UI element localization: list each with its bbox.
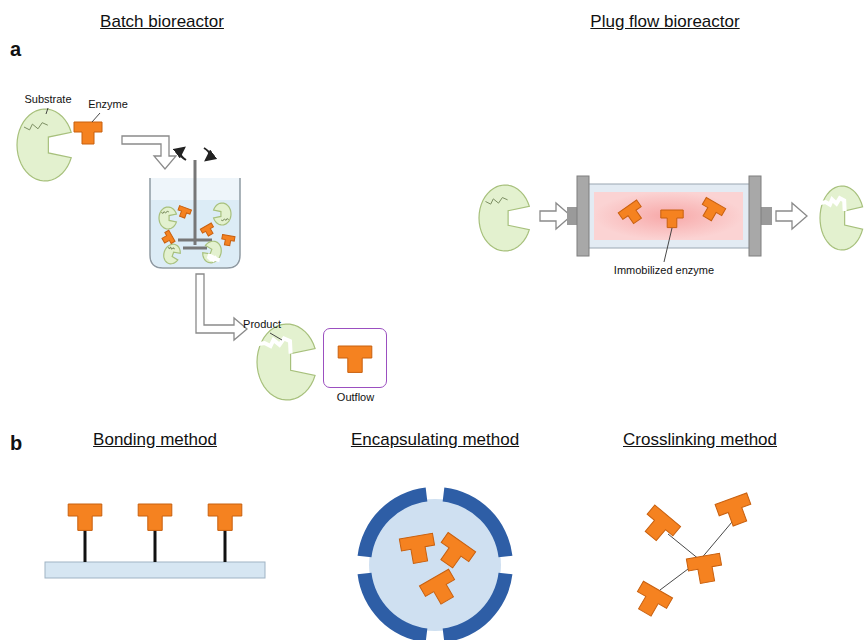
panel-title: Encapsulating method (351, 430, 519, 450)
enzyme-shape (338, 346, 372, 372)
reactor-tube (587, 184, 750, 248)
enzyme-shape (138, 504, 172, 530)
rotation-arrow (204, 148, 210, 160)
outflow-arrow (196, 274, 247, 340)
split-gap (209, 254, 221, 262)
substrate-shape (17, 109, 71, 181)
enzyme-shape (74, 122, 102, 144)
leader-line (46, 108, 48, 114)
enzyme-shape (221, 234, 235, 246)
outflow-arrow (776, 203, 807, 229)
stirrer-shaft (194, 160, 197, 245)
enzyme-shape (433, 533, 476, 574)
enzyme-shape (399, 533, 437, 565)
label-text: b (10, 432, 22, 454)
enzyme-shape (208, 504, 242, 530)
enzyme-shape (419, 569, 461, 609)
egg-body (479, 185, 529, 251)
panel-title: Bonding method (93, 430, 217, 450)
enzyme-shape (176, 206, 191, 220)
end-cap (577, 176, 589, 256)
crack-line (221, 219, 229, 221)
bond-linker (154, 530, 157, 562)
leader-line (92, 113, 100, 122)
label-text: Enzyme (88, 98, 128, 110)
product-shape (818, 186, 863, 250)
part-label: Immobilized enzyme (614, 264, 714, 276)
rotation-arrow (180, 148, 186, 160)
crack-line (486, 198, 508, 205)
label-text: Batch bioreactor (100, 12, 224, 31)
crack-line (24, 123, 48, 130)
label-text: Bonding method (93, 430, 217, 449)
egg-body (257, 324, 315, 400)
part-label: Substrate (24, 93, 71, 105)
part-label: Enzyme (88, 98, 128, 110)
label-text: a (10, 38, 21, 60)
outlet-nozzle (760, 207, 772, 225)
enzyme-shape (160, 230, 175, 246)
crack-line (168, 246, 175, 250)
enzyme-shape (200, 223, 216, 238)
panel-title: Plug flow bioreactor (590, 12, 739, 32)
split-gap (254, 338, 291, 353)
substrate-shape (214, 203, 231, 225)
egg-body (17, 109, 71, 181)
panel-title: Crosslinking method (623, 430, 777, 450)
feed-arrow (540, 203, 571, 229)
part-label: Product (243, 318, 281, 330)
bond-linker (224, 530, 227, 562)
enzyme-shape (715, 493, 756, 529)
enzyme-shape (630, 581, 672, 621)
label-text: Plug flow bioreactor (590, 12, 739, 31)
egg-body (820, 186, 863, 250)
capsule-membrane (443, 573, 513, 640)
product-shape (254, 324, 315, 400)
enzyme-shape (661, 210, 683, 228)
leader-line (664, 228, 672, 262)
capsule-membrane (358, 573, 428, 640)
label-text: Product (243, 318, 281, 330)
panel-letter: a (10, 38, 21, 61)
bond-linker (84, 530, 87, 562)
label-text: Immobilized enzyme (614, 264, 714, 276)
egg-body (161, 242, 182, 266)
label-text: Crosslinking method (623, 430, 777, 449)
enzyme-shape (686, 553, 724, 585)
label-text: Encapsulating method (351, 430, 519, 449)
product-shape (200, 239, 225, 266)
outflow-border (323, 328, 387, 388)
end-cap (749, 176, 761, 256)
outflow-box: Outflow (323, 328, 388, 403)
egg-body (159, 207, 176, 229)
split-gap (818, 198, 845, 211)
box-label: Outflow (323, 391, 388, 403)
enzyme-shape (618, 200, 646, 227)
enzyme-shape (698, 197, 726, 223)
carrier-surface (45, 562, 265, 578)
egg-body (200, 239, 224, 266)
leader-line (668, 534, 700, 560)
egg-body (214, 203, 231, 225)
crack-line (161, 211, 169, 213)
substrate-shape (161, 242, 182, 266)
enzyme-icon (324, 329, 386, 387)
panel-title: Batch bioreactor (100, 12, 224, 32)
leader-line (270, 333, 282, 340)
substrate-shape (159, 207, 176, 229)
substrate-shape (479, 185, 529, 251)
enzyme-shape (68, 504, 102, 530)
enzyme-bed (594, 192, 743, 240)
panel-letter: b (10, 432, 22, 455)
enzyme-shape (638, 505, 681, 547)
label-text: Substrate (24, 93, 71, 105)
feed-arrow (122, 136, 176, 169)
